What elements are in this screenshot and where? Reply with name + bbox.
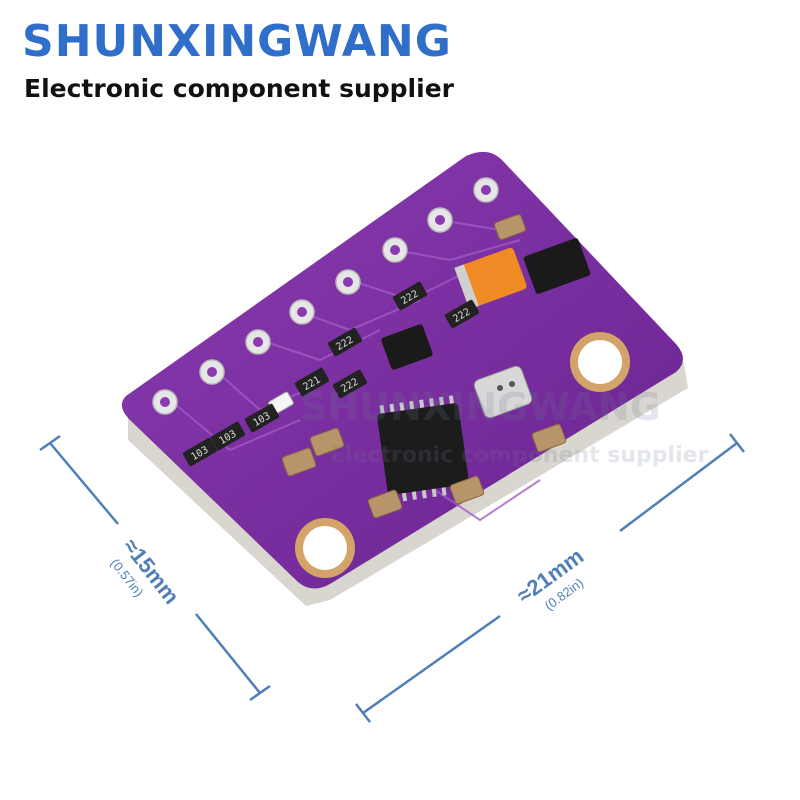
watermark-text: SHUNXINGWANG xyxy=(300,385,661,429)
mounting-hole-left xyxy=(295,518,355,578)
brand-tagline: Electronic component supplier xyxy=(24,74,454,103)
height-label-group: ≈15mm (0.57in) xyxy=(108,534,185,609)
capacitors xyxy=(281,214,567,519)
width-label-group: ≈21mm (0.82in) xyxy=(512,543,588,613)
brand-title: SHUNXINGWANG xyxy=(22,16,452,67)
mounting-hole-right xyxy=(570,332,630,392)
tantalum-capacitor xyxy=(454,247,527,310)
width-dimension xyxy=(355,433,745,723)
watermark-sub: Electronic component supplier xyxy=(330,443,709,468)
regulator-chip xyxy=(523,238,591,294)
height-dimension xyxy=(39,434,271,702)
header-pins xyxy=(152,177,499,415)
pressure-sensor xyxy=(473,365,533,419)
resistors: 103 103 103 221 222 222 222 222 xyxy=(182,281,480,467)
small-chip xyxy=(381,324,433,370)
